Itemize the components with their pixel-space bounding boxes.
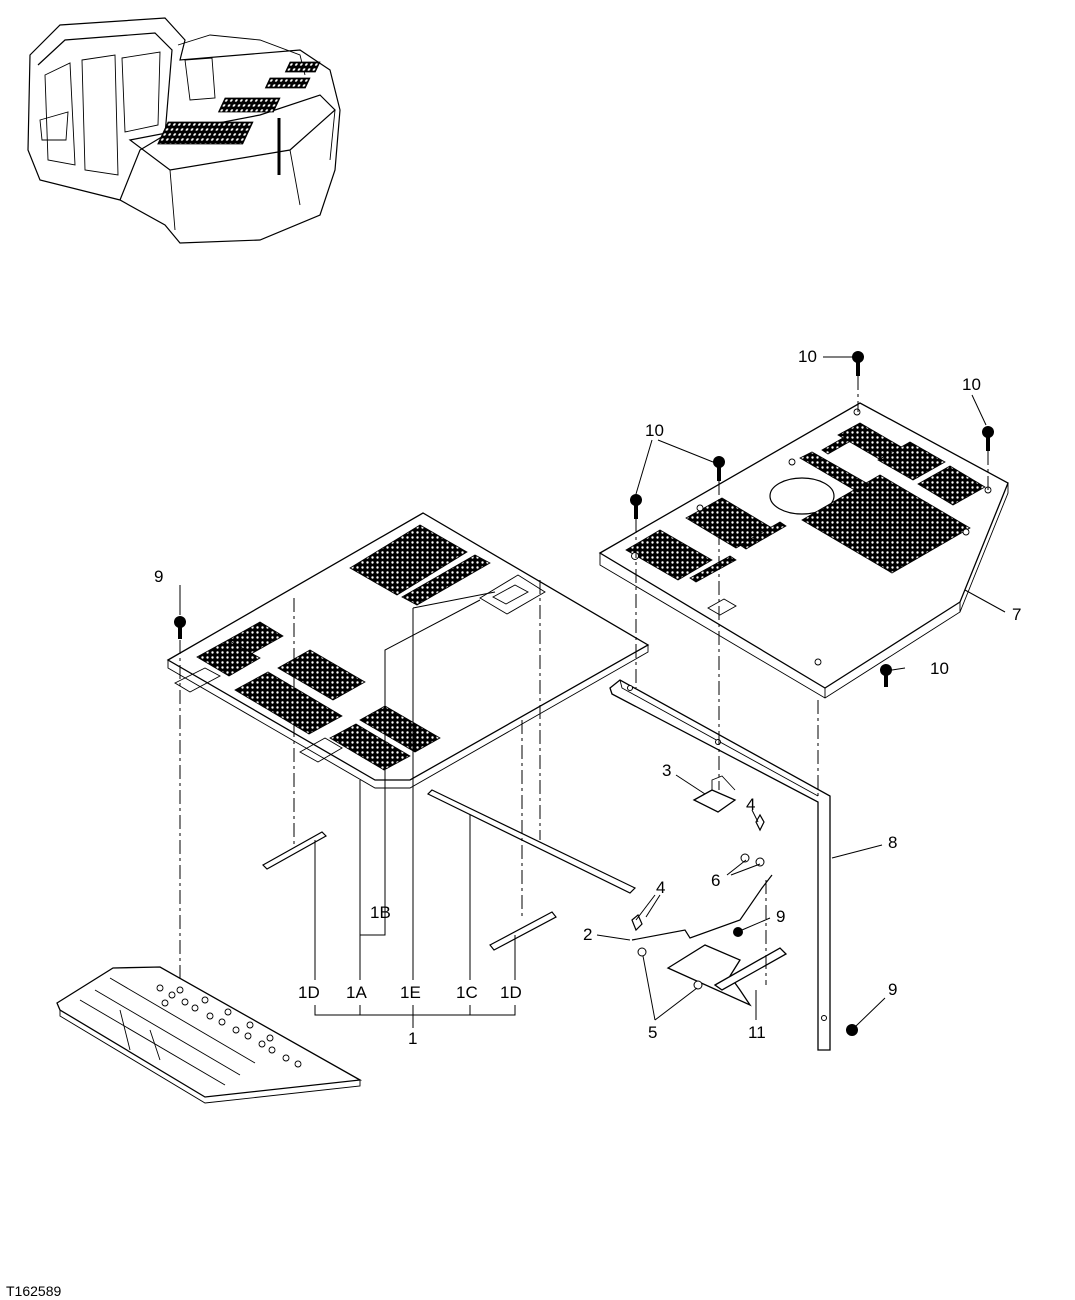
callout-4-upper: 4 [746, 795, 755, 814]
under-tray [56, 966, 363, 1104]
callout-10-bottom: 10 [930, 659, 949, 678]
callout-1D-right: 1D [500, 983, 522, 1002]
leader-lines [179, 356, 1006, 1028]
floor-plate-left [166, 512, 650, 789]
callout-1: 1 [408, 1029, 417, 1048]
callout-1E: 1E [400, 983, 421, 1002]
floor-plate-right [598, 402, 1009, 699]
frame-bracket [609, 679, 831, 1051]
callout-10-left: 10 [645, 421, 664, 440]
callout-9-left: 9 [154, 567, 163, 586]
callout-10-right-top: 10 [962, 375, 981, 394]
callout-9-mid: 9 [776, 907, 785, 926]
machine-overview-inset [27, 17, 341, 244]
callout-8: 8 [888, 833, 897, 852]
alignment-lines [179, 376, 989, 985]
callout-2: 2 [583, 925, 592, 944]
callout-11: 11 [748, 1023, 766, 1042]
callout-10-top: 10 [798, 347, 817, 366]
callout-1C: 1C [456, 983, 478, 1002]
callout-6: 6 [711, 871, 720, 890]
bolts [174, 351, 994, 1036]
small-hardware [631, 775, 788, 1007]
callout-9-right: 9 [888, 980, 897, 999]
callout-1B: 1B [370, 903, 391, 922]
callout-labels: 10 10 10 10 7 8 9 9 9 3 4 4 6 2 5 11 1B … [6, 347, 1021, 1299]
figure-id: T162589 [6, 1283, 61, 1299]
callout-1D-left: 1D [298, 983, 320, 1002]
callout-4-lower: 4 [656, 878, 665, 897]
callout-7: 7 [1012, 605, 1021, 624]
seal-strips [262, 789, 637, 951]
callout-3: 3 [662, 761, 671, 780]
callout-5: 5 [648, 1023, 657, 1042]
callout-1A: 1A [346, 983, 367, 1002]
